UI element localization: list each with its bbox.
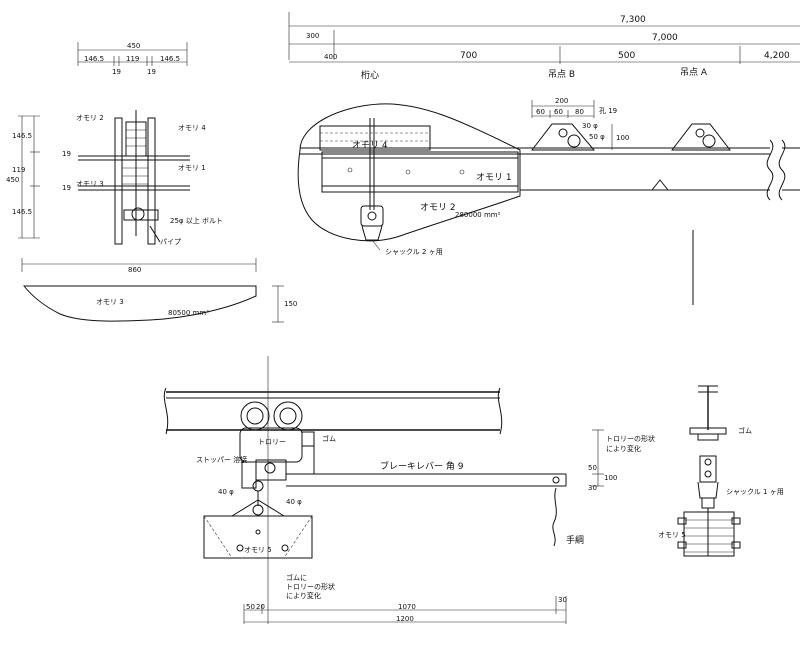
tv-note-rubber: ゴムに [286,573,307,582]
dim-7000: 7,000 [652,33,678,43]
front-view: 450 146.5 119 146.5 19 19 オモリ 2 オモリ 4 オモ… [6,42,223,246]
trolley-view: トロリー ゴム ストッパー 溶接 ブレーキレバー 角 9 40 φ 40 φ オ… [163,356,655,624]
fv-h1465b: 146.5 [12,208,32,216]
tv-rubber: ゴム [322,434,336,443]
tv-d30b: 30 [558,596,567,604]
tv-d40a: 40 φ [218,488,234,496]
o3-label: オモリ 3 [96,298,124,306]
side-area: 280000 mm² [455,211,501,219]
side-shackle: シャックル 2 ヶ用 [385,248,443,256]
side-omori2: オモリ 2 [420,202,456,213]
dv-shackle: シャックル 1 ヶ用 [726,488,784,496]
tv-trolley-note1: トロリーの形状 [606,434,655,443]
tv-d1070: 1070 [398,603,416,611]
dim-60a: 60 [536,108,545,116]
tv-d100: 100 [604,474,617,482]
dim-700: 700 [460,51,477,61]
tv-omori5: オモリ 5 [244,546,272,554]
tv-brake-lever: ブレーキレバー 角 9 [380,460,464,472]
tv-d20: 20 [256,603,265,611]
tv-note-change: により変化 [286,591,321,600]
fv-pipe: パイプ [160,238,181,246]
dim-100: 100 [616,134,629,142]
dim-200: 200 [555,97,568,105]
tv-d50a: 50 [246,603,255,611]
hole-50: 50 φ [589,133,605,141]
label-hang-a: 吊点 A [680,67,708,78]
fv-bolt: 25φ 以上 ボルト [170,216,223,225]
tv-trolley-note2: により変化 [606,444,641,453]
tv-note-trolley: トロリーの形状 [286,582,335,591]
fv-h450: 450 [6,176,19,184]
tv-trolley: トロリー [258,438,286,446]
fv-d19b: 19 [62,184,71,192]
label-hang-b: 吊点 B [548,69,575,80]
tv-stopper: ストッパー 溶接 [196,455,247,464]
dim-80: 80 [575,108,584,116]
tv-hand-rope: 手綱 [566,534,584,546]
fv-omori3: オモリ 3 [76,180,104,188]
fv-w1465b: 146.5 [160,55,180,63]
fv-w1465a: 146.5 [84,55,104,63]
dim-300: 300 [306,32,319,40]
fv-omori4: オモリ 4 [178,124,206,132]
fv-w19a: 19 [112,68,121,76]
dim-60b: 60 [554,108,563,116]
omori3-view: 860 オモリ 3 80500 mm² 150 [21,258,297,323]
tv-d50: 50 [588,464,597,472]
tv-d30: 30 [588,484,597,492]
dim-7300: 7,300 [620,15,646,25]
fv-omori2: オモリ 2 [76,114,104,122]
o3-area: 80500 mm² [168,309,209,317]
tv-d40b: 40 φ [286,498,302,506]
fv-w19b: 19 [147,68,156,76]
tv-d1200: 1200 [396,615,414,623]
dim-400: 400 [324,53,337,61]
fv-w119: 119 [126,55,139,63]
dv-omori5: オモリ 5 [658,531,686,539]
hole-30: 30 φ [582,122,598,130]
o3-height: 150 [284,300,297,308]
side-omori4: オモリ 4 [352,140,388,151]
hole-19: 孔 19 [599,107,617,115]
side-omori1: オモリ 1 [476,172,512,183]
top-dimension-chain: 7,300 300 7,000 400 700 500 4,200 [288,12,800,64]
dim-500: 500 [618,51,635,61]
side-view: オモリ 4 オモリ 1 オモリ 2 280000 mm² シャックル 2 ヶ用 [297,103,800,305]
plate-dimensions: 200 60 60 80 孔 19 30 φ 50 φ 100 [531,97,629,150]
fv-width-450: 450 [127,42,140,50]
fv-omori1: オモリ 1 [178,164,206,172]
dv-rubber: ゴム [738,426,752,435]
fv-h1465a: 146.5 [12,132,32,140]
fv-d19a: 19 [62,150,71,158]
fv-h119: 119 [12,166,25,174]
detail-view: ゴム シャックル 1 ヶ用 オモリ 5 [658,385,784,557]
label-center: 桁心 [361,69,379,81]
o3-width: 860 [128,266,141,274]
dim-4200: 4,200 [764,51,790,61]
